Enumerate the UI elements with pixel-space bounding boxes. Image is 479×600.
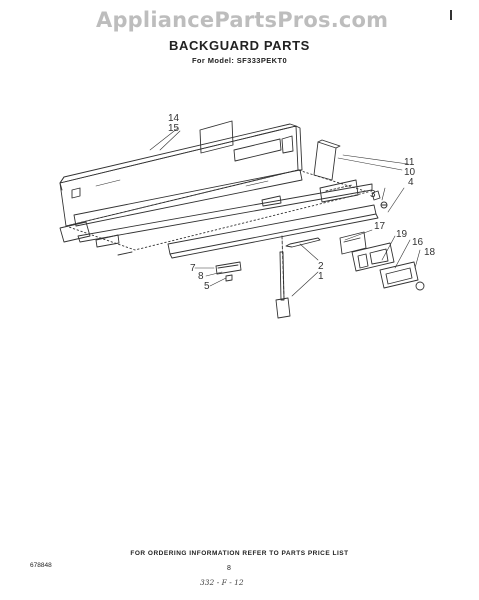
lower-trim-strip (167, 204, 379, 259)
clock-module (215, 261, 242, 282)
ordering-info-note: FOR ORDERING INFORMATION REFER TO PARTS … (130, 550, 349, 557)
model-subtitle: For Model: SF333PEKT0 (191, 56, 288, 65)
callout-19: 19 (396, 229, 408, 240)
backguard-panel (59, 123, 373, 256)
document-number: 678848 (30, 562, 52, 569)
callout-14: 14 (168, 113, 180, 124)
switch-assembly (339, 231, 425, 291)
callout-1: 1 (318, 271, 324, 282)
right-end-cap-part (313, 139, 341, 181)
callout-2: 2 (318, 261, 324, 272)
callout-10: 10 (404, 167, 416, 178)
page-title: BACKGUARD PARTS (169, 38, 310, 53)
clip-part (371, 190, 388, 209)
watermark: AppliancePartsPros.com (96, 8, 389, 32)
callout-8: 8 (198, 271, 204, 282)
callout-15: 15 (168, 123, 180, 134)
callout-5: 5 (204, 281, 210, 292)
callout-18: 18 (424, 247, 436, 258)
page-number: 8 (227, 565, 231, 572)
leader-lines (95, 127, 421, 297)
handwritten-note: 332 - F - 12 (200, 578, 244, 587)
callout-3: 3 (370, 189, 376, 200)
callout-11: 11 (404, 157, 415, 168)
callout-4: 4 (408, 177, 414, 188)
switch-rod-part (275, 235, 321, 319)
callout-17: 17 (374, 221, 386, 232)
corner-mark (450, 10, 452, 20)
callout-7: 7 (190, 263, 196, 274)
callout-16: 16 (412, 237, 424, 248)
